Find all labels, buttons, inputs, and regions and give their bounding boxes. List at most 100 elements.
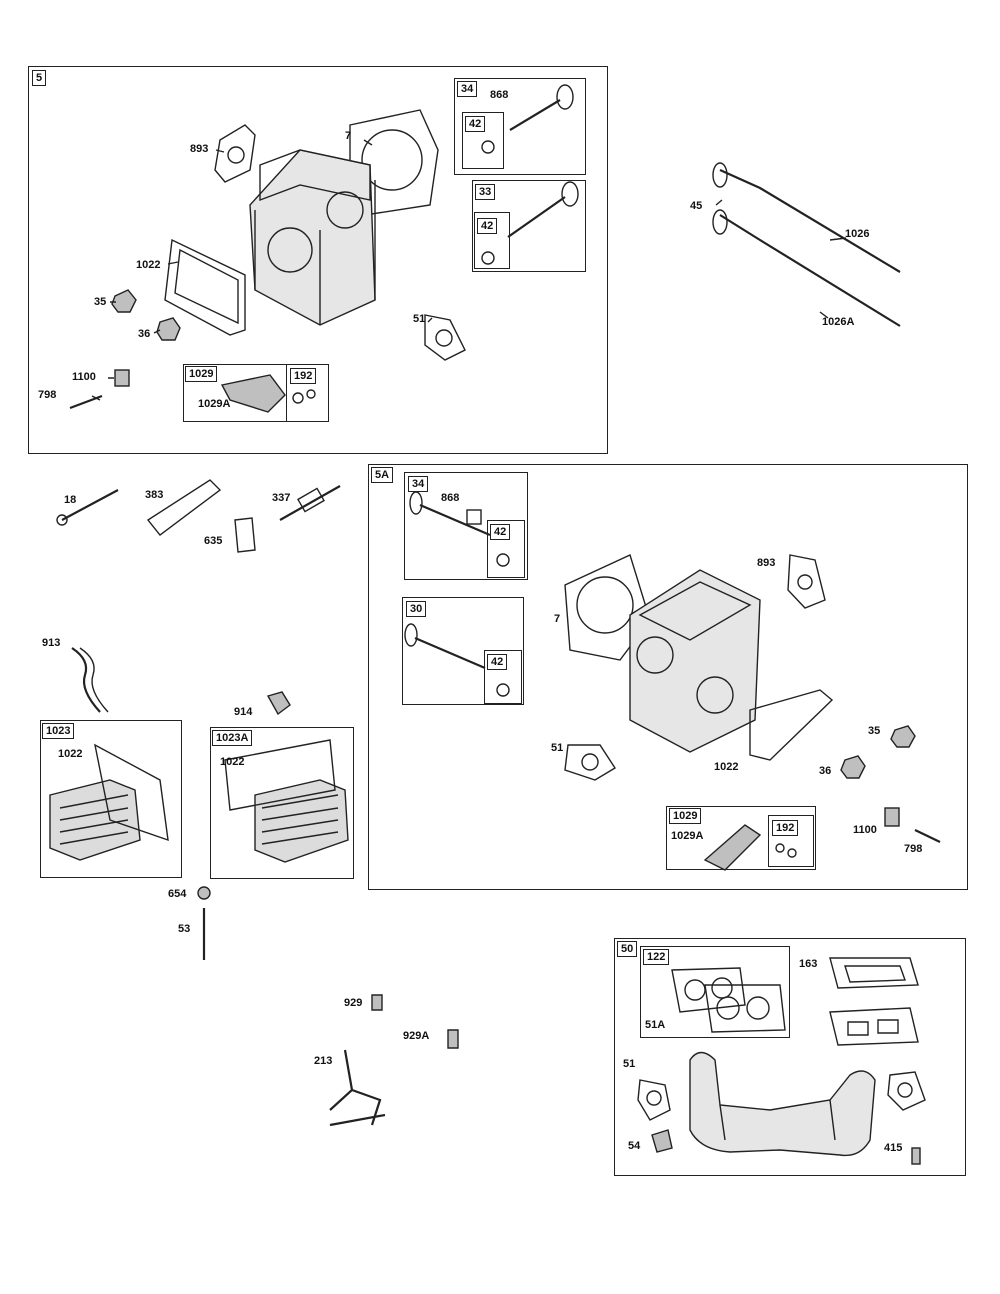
label-213: 213 xyxy=(314,1055,333,1067)
label-929a: 929A xyxy=(403,1030,430,1042)
valve-34-mid xyxy=(419,503,491,537)
valve-45-lower xyxy=(719,214,901,327)
box-34-top xyxy=(454,78,586,175)
box-42-top1-tag: 42 xyxy=(465,116,486,132)
nut-35-mid xyxy=(890,725,916,748)
label-1022-right: 1022 xyxy=(220,756,245,768)
nut-654 xyxy=(197,886,211,900)
breather-tube-913 xyxy=(71,647,101,713)
label-1026a: 1026A xyxy=(822,316,855,328)
gasket-51-mid xyxy=(564,744,616,781)
gasket-51a xyxy=(704,984,786,1033)
label-1026: 1026 xyxy=(845,228,870,240)
label-914: 914 xyxy=(234,706,253,718)
gasket-163-bottom xyxy=(829,1007,919,1046)
box-42-top2-tag: 42 xyxy=(477,218,498,234)
gasket-893-top xyxy=(214,124,256,183)
label-51-bottom: 51 xyxy=(623,1058,636,1070)
label-1029a-top: 1029A xyxy=(198,398,231,410)
label-36-top: 36 xyxy=(138,328,151,340)
box-192-top-tag: 192 xyxy=(290,368,317,384)
box-1023a xyxy=(210,727,354,879)
label-51-top: 51 xyxy=(413,313,426,325)
label-51a: 51A xyxy=(645,1019,666,1031)
valve-cover-gasket-top xyxy=(164,238,246,336)
box-192-mid xyxy=(768,815,814,867)
rocker-1029-mid xyxy=(703,824,762,871)
valve-34-top xyxy=(509,99,561,131)
box-42-mid2 xyxy=(484,650,522,704)
box-1023a-tag: 1023A xyxy=(212,730,253,746)
box-1029-top-tag: 1029 xyxy=(185,366,218,382)
gasket-51-top xyxy=(424,314,466,361)
label-893-mid: 893 xyxy=(757,557,776,569)
part-635 xyxy=(234,517,256,553)
bolt-54 xyxy=(651,1129,673,1153)
valve-45-upper xyxy=(719,168,901,273)
box-1029-mid xyxy=(666,806,816,870)
label-36-mid: 36 xyxy=(819,765,832,777)
label-7-top: 7 xyxy=(345,130,352,142)
screw-798-mid xyxy=(914,829,941,843)
label-415: 415 xyxy=(884,1142,903,1154)
head-gasket-7-top-bore xyxy=(361,129,423,191)
screw-929a xyxy=(447,1029,459,1049)
box-42-top1 xyxy=(462,112,504,169)
bolt-914 xyxy=(266,691,291,716)
nut-35-top xyxy=(111,289,137,313)
box-33 xyxy=(472,180,586,272)
group-50-tag: 50 xyxy=(617,941,638,957)
label-163: 163 xyxy=(799,958,818,970)
label-1022-left: 1022 xyxy=(58,748,83,760)
part-383 xyxy=(146,479,222,536)
label-798-top: 798 xyxy=(38,389,57,401)
gasket-163-top xyxy=(829,957,919,989)
label-635: 635 xyxy=(204,535,223,547)
spark-plug-337 xyxy=(279,485,341,521)
label-654: 654 xyxy=(168,888,187,900)
label-35-mid: 35 xyxy=(868,725,881,737)
box-122-tag: 122 xyxy=(643,949,670,965)
stud-415 xyxy=(911,1147,921,1165)
label-53: 53 xyxy=(178,923,191,935)
label-383: 383 xyxy=(145,489,164,501)
box-33-tag: 33 xyxy=(475,184,496,200)
part-1100-mid xyxy=(884,807,900,827)
label-7-mid: 7 xyxy=(554,613,561,625)
box-34-mid-tag: 34 xyxy=(408,476,429,492)
label-1100-mid: 1100 xyxy=(853,824,877,836)
label-54: 54 xyxy=(628,1140,641,1152)
label-1022-mid: 1022 xyxy=(714,761,739,773)
label-868-mid: 868 xyxy=(441,492,460,504)
screw-929 xyxy=(371,994,383,1011)
exhaust-manifold xyxy=(689,1051,876,1157)
box-122 xyxy=(640,946,790,1038)
gasket-122 xyxy=(671,967,746,1013)
nut-36-mid xyxy=(840,755,866,779)
label-1100-top: 1100 xyxy=(72,371,96,383)
label-929: 929 xyxy=(344,997,363,1009)
valve-33-top xyxy=(507,196,566,238)
gasket-893-top-hole xyxy=(227,146,245,164)
label-868-top: 868 xyxy=(490,89,509,101)
box-34-mid xyxy=(404,472,528,580)
valve-30-mid xyxy=(414,636,486,670)
box-42-top2 xyxy=(474,212,510,269)
valve-cover-gasket-mid xyxy=(749,689,834,761)
label-1022-top: 1022 xyxy=(136,259,161,271)
group-5a-tag: 5A xyxy=(371,467,394,483)
box-30 xyxy=(402,597,524,705)
box-42-mid1-tag: 42 xyxy=(490,524,511,540)
label-337: 337 xyxy=(272,492,291,504)
box-192-mid-tag: 192 xyxy=(772,820,799,836)
linkage-213 xyxy=(329,1049,386,1127)
box-34-top-tag: 34 xyxy=(457,81,478,97)
part-1100-top xyxy=(114,369,130,387)
gasket-893-mid xyxy=(787,554,826,609)
box-1023-tag: 1023 xyxy=(42,723,75,739)
cylinder-head-mid xyxy=(629,569,761,753)
box-1023 xyxy=(40,720,182,878)
box-1029-mid-tag: 1029 xyxy=(669,808,702,824)
box-42-mid1 xyxy=(487,520,525,578)
gasket-51-bottom xyxy=(637,1079,671,1121)
